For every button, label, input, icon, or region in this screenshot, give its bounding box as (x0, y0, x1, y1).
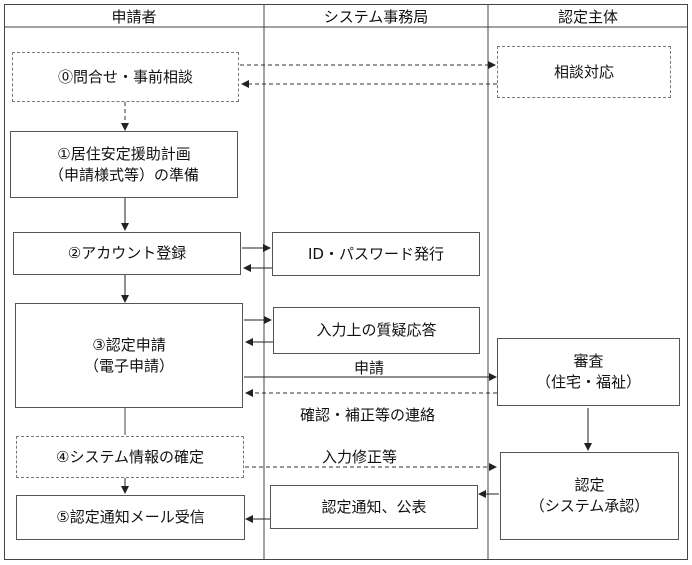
label-input-fix: 入力修正等 (322, 448, 398, 466)
lane-header-certifier: 認定主体 (557, 7, 618, 26)
label-correction-contact: 確認・補正等の連絡 (300, 406, 436, 424)
lane-header-applicant: 申請者 (111, 7, 157, 26)
label-application: 申請 (354, 359, 385, 377)
step-certification: 認定 （システム承認） (500, 452, 679, 540)
step-certification-application: ③認定申請 （電子申請） (15, 303, 243, 408)
step-inquiry: ⓪問合せ・事前相談 (12, 52, 239, 102)
step-system-info-confirm: ④システム情報の確定 (16, 436, 244, 478)
step-id-password-issue: ID・パスワード発行 (272, 232, 480, 276)
lane-header-secretariat: システム事務局 (323, 7, 429, 26)
step-account-registration: ②アカウント登録 (13, 232, 241, 275)
step-mail-receipt: ⑤認定通知メール受信 (16, 495, 245, 540)
step-input-qa: 入力上の質疑応答 (273, 307, 480, 354)
step-consultation: 相談対応 (497, 46, 671, 98)
step-review: 審査 （住宅・福祉） (497, 338, 680, 406)
step-plan-preparation: ①居住安定援助計画 （申請様式等）の準備 (10, 131, 238, 198)
swimlane-frame (4, 4, 688, 560)
step-certification-notice: 認定通知、公表 (270, 485, 478, 529)
